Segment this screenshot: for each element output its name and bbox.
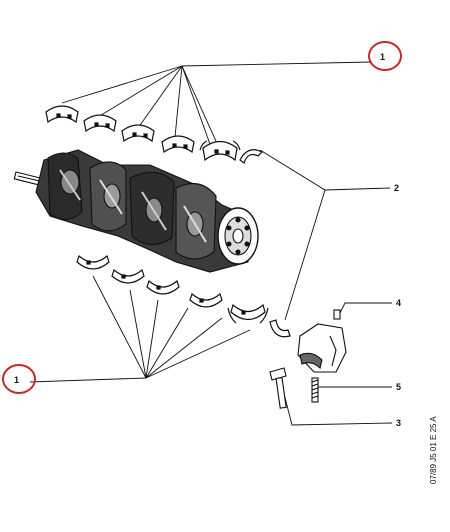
upper-thrust-washer — [239, 149, 264, 164]
cap-bolt — [269, 367, 287, 409]
callout-2: 2 — [394, 183, 399, 193]
bearing-cap-assembly — [269, 309, 347, 409]
lower-thrust-washer — [269, 319, 291, 338]
highlight-circle — [368, 41, 402, 71]
highlight-circle — [2, 364, 36, 394]
callout-3: 3 — [396, 418, 401, 428]
bearing-cap — [297, 323, 347, 373]
upper-bearing-shell — [121, 124, 155, 143]
svg-text:3: 3 — [396, 418, 401, 428]
upper-bearing-shell-flanged — [199, 140, 241, 162]
svg-text:1: 1 — [380, 52, 385, 62]
lower-bearing-shell — [111, 268, 145, 284]
lower-bearing-shells — [76, 254, 291, 338]
callout-top-1: 1 — [368, 41, 402, 71]
upper-bearing-shell — [45, 105, 79, 124]
crankshaft — [13, 149, 259, 273]
lower-bearing-shell-flanged — [227, 303, 269, 324]
callout-4: 4 — [396, 298, 401, 308]
upper-bearing-shell — [161, 135, 195, 154]
lower-bearing-shell — [146, 279, 180, 295]
lower-bearing-shell — [189, 292, 223, 308]
upper-bearing-shell — [83, 114, 117, 133]
dowel — [333, 309, 341, 320]
stud-bolt — [311, 377, 319, 403]
callout-5: 5 — [396, 382, 401, 392]
svg-text:2: 2 — [394, 183, 399, 193]
callout-left-1: 1 — [2, 364, 36, 394]
svg-text:5: 5 — [396, 382, 401, 392]
reference-code: 07/89 J5 01 E 25 A — [429, 416, 438, 484]
upper-bearing-shells — [45, 105, 264, 164]
lower-bearing-shell — [76, 254, 110, 270]
svg-text:4: 4 — [396, 298, 401, 308]
svg-text:1: 1 — [14, 375, 19, 385]
